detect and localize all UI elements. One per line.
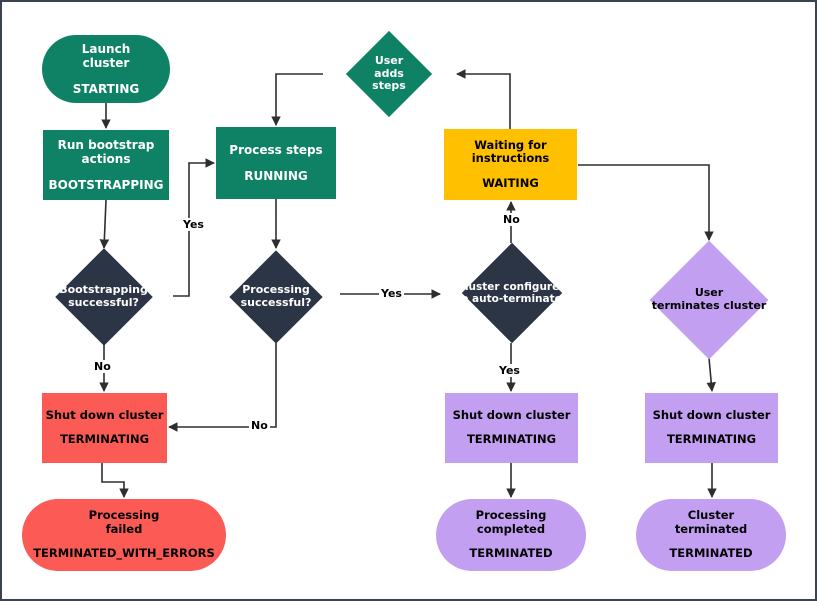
edge-user-terminates-to-terminating [706, 357, 716, 392]
node-launch-cluster-state: STARTING [72, 81, 140, 96]
node-waiting-for-instructions-title: Waiting for instructions [471, 137, 550, 166]
node-cluster-terminated-state: TERMINATED [669, 546, 753, 561]
edge-processing-no [168, 343, 277, 432]
node-process-steps-title: Process steps [229, 143, 323, 158]
node-user-adds-steps-title: User adds steps [372, 53, 406, 93]
node-bootstrapping-successful[interactable]: Bootstrapping successful? [34, 247, 173, 346]
node-run-bootstrap-actions[interactable]: Run bootstrap actions BOOTSTRAPPING [43, 130, 169, 200]
node-shut-down-cluster-user-state: TERMINATING [666, 432, 757, 447]
node-run-bootstrap-actions-state: BOOTSTRAPPING [48, 177, 164, 192]
node-shut-down-cluster-failed[interactable]: Shut down cluster TERMINATING [42, 393, 167, 463]
edge-label-processing-no: No [249, 419, 270, 432]
node-waiting-for-instructions[interactable]: Waiting for instructions WAITING [444, 129, 577, 200]
node-processing-completed[interactable]: Processing completed TERMINATED [436, 499, 586, 571]
node-user-terminates-cluster-title: User terminates cluster [651, 286, 767, 312]
node-shut-down-cluster-user-title: Shut down cluster [652, 407, 771, 422]
node-processing-successful-title: Processing successful? [240, 282, 312, 309]
node-shut-down-cluster-auto-state: TERMINATING [466, 432, 557, 447]
node-user-terminates-cluster[interactable]: User terminates cluster [623, 240, 795, 360]
node-launch-cluster-title: Launch cluster [81, 42, 131, 71]
edge-waiting-to-user-adds-steps [456, 69, 511, 129]
edge-terminating-to-failed [101, 463, 129, 498]
node-cluster-terminated-title: Cluster terminated [674, 508, 748, 536]
edge-label-processing-yes: Yes [379, 287, 404, 300]
node-shut-down-cluster-failed-title: Shut down cluster [45, 407, 164, 422]
edge-waiting-to-user-terminates [578, 164, 714, 241]
node-shut-down-cluster-auto[interactable]: Shut down cluster TERMINATING [445, 393, 578, 463]
node-launch-cluster[interactable]: Launch cluster STARTING [42, 35, 170, 103]
node-bootstrapping-successful-title: Bootstrapping successful? [59, 282, 148, 309]
node-process-steps[interactable]: Process steps RUNNING [216, 127, 336, 199]
edge-label-autoterm-yes: Yes [497, 364, 522, 377]
node-processing-completed-state: TERMINATED [469, 546, 553, 561]
edge-label-autoterm-no: No [501, 213, 522, 226]
node-shut-down-cluster-failed-state: TERMINATING [59, 432, 150, 447]
node-processing-completed-title: Processing completed [475, 508, 547, 536]
node-cluster-configured-auto-terminate[interactable]: Cluster configured to auto-terminate? [442, 242, 582, 344]
edge-bootstrap-to-decision [99, 199, 110, 249]
node-processing-failed-title: Processing failed [88, 508, 160, 536]
edge-label-bootstrap-no: No [92, 360, 113, 373]
node-process-steps-state: RUNNING [244, 168, 308, 183]
node-processing-failed-state: TERMINATED_WITH_ERRORS [33, 546, 215, 561]
node-cluster-configured-auto-terminate-title: Cluster configured to auto-terminate? [456, 280, 568, 305]
node-cluster-terminated[interactable]: Cluster terminated TERMINATED [636, 499, 786, 571]
node-shut-down-cluster-auto-title: Shut down cluster [452, 407, 571, 422]
node-processing-successful[interactable]: Processing successful? [212, 249, 340, 344]
node-waiting-for-instructions-state: WAITING [482, 175, 539, 190]
node-processing-failed[interactable]: Processing failed TERMINATED_WITH_ERRORS [22, 499, 226, 571]
node-run-bootstrap-actions-title: Run bootstrap actions [57, 138, 155, 167]
edge-label-bootstrap-yes: Yes [181, 218, 206, 231]
node-shut-down-cluster-user[interactable]: Shut down cluster TERMINATING [645, 393, 778, 463]
edge-user-adds-steps-to-process [271, 73, 323, 126]
node-user-adds-steps[interactable]: User adds steps [324, 30, 454, 118]
